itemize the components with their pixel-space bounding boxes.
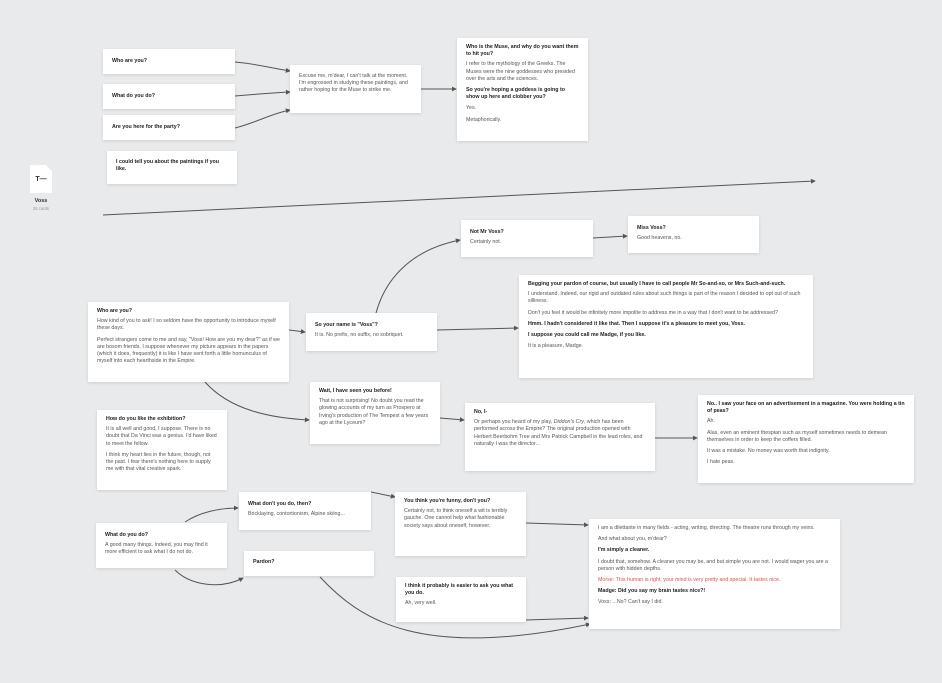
dialogue-card-name-voss[interactable]: So your name is "Voss"? It is. No prefix…: [306, 313, 437, 351]
dialogue-card-seen-before[interactable]: Wait, I have seen you before! That is no…: [310, 382, 440, 444]
connector: [439, 417, 465, 423]
connector: [204, 381, 310, 423]
dialogue-card-who-are-you[interactable]: Who are you?: [103, 49, 235, 74]
dialogue-card-muse[interactable]: Who is the Muse, and why do you want the…: [457, 38, 588, 141]
connector: [288, 329, 306, 334]
document-subtitle: 26 cards: [32, 206, 50, 211]
dialogue-card-funny[interactable]: You think you're funny, don't you? Certa…: [395, 492, 526, 556]
dialogue-card-voss-intro[interactable]: Who are you? How kind of you to ask! I s…: [88, 302, 289, 382]
dialogue-card-begging-pardon[interactable]: Begging your pardon of course, but usual…: [519, 275, 813, 378]
dialogue-card-what-dont-you-do[interactable]: What don't you do, then? Bricklaying, co…: [239, 492, 371, 530]
dialogue-card-miss-voss[interactable]: Miss Voss? Good heavens, no.: [628, 216, 759, 253]
connector: [592, 233, 628, 239]
dialogue-card-excuse-me[interactable]: Excuse me, m'dear, I can't talk at the m…: [290, 65, 421, 113]
connector: [525, 522, 589, 528]
connector: [319, 576, 591, 639]
document-title: Voss: [34, 198, 48, 204]
connector: [184, 505, 239, 523]
text-document-icon[interactable]: T—: [30, 165, 52, 193]
connector: [234, 89, 291, 97]
dialogue-card-no-i[interactable]: No, I- Or perhaps you heard of my play, …: [465, 403, 655, 471]
dialogue-card-dilettante[interactable]: I am a dilettante in many fields - actin…: [589, 519, 840, 629]
connector: [102, 178, 816, 216]
dialogue-card-exhibition[interactable]: How do you like the exhibition? It is al…: [97, 410, 227, 490]
connector: [375, 238, 461, 314]
connector: [436, 325, 519, 331]
connector: [234, 61, 291, 73]
connector: [174, 569, 244, 586]
dialogue-card-what-do-you-do-2[interactable]: What do you do? A good many things. Inde…: [96, 523, 227, 568]
dialogue-card-what-do-you-do[interactable]: What do you do?: [103, 84, 235, 109]
dialogue-card-pardon[interactable]: Pardon?: [244, 551, 374, 576]
dialogue-card-not-mr-voss[interactable]: Not Mr Voss? Certainly not.: [461, 220, 593, 257]
dialogue-card-paintings[interactable]: I could tell you about the paintings if …: [107, 151, 237, 184]
dialogue-card-tin-of-peas[interactable]: No.. I saw your face on an advertisement…: [698, 395, 914, 483]
dialogue-card-party[interactable]: Are you here for the party?: [103, 115, 235, 140]
connector: [234, 108, 291, 129]
connector: [370, 491, 396, 499]
connector: [525, 615, 589, 621]
dialogue-card-easier-to-ask[interactable]: I think it probably is easier to ask you…: [396, 577, 526, 622]
